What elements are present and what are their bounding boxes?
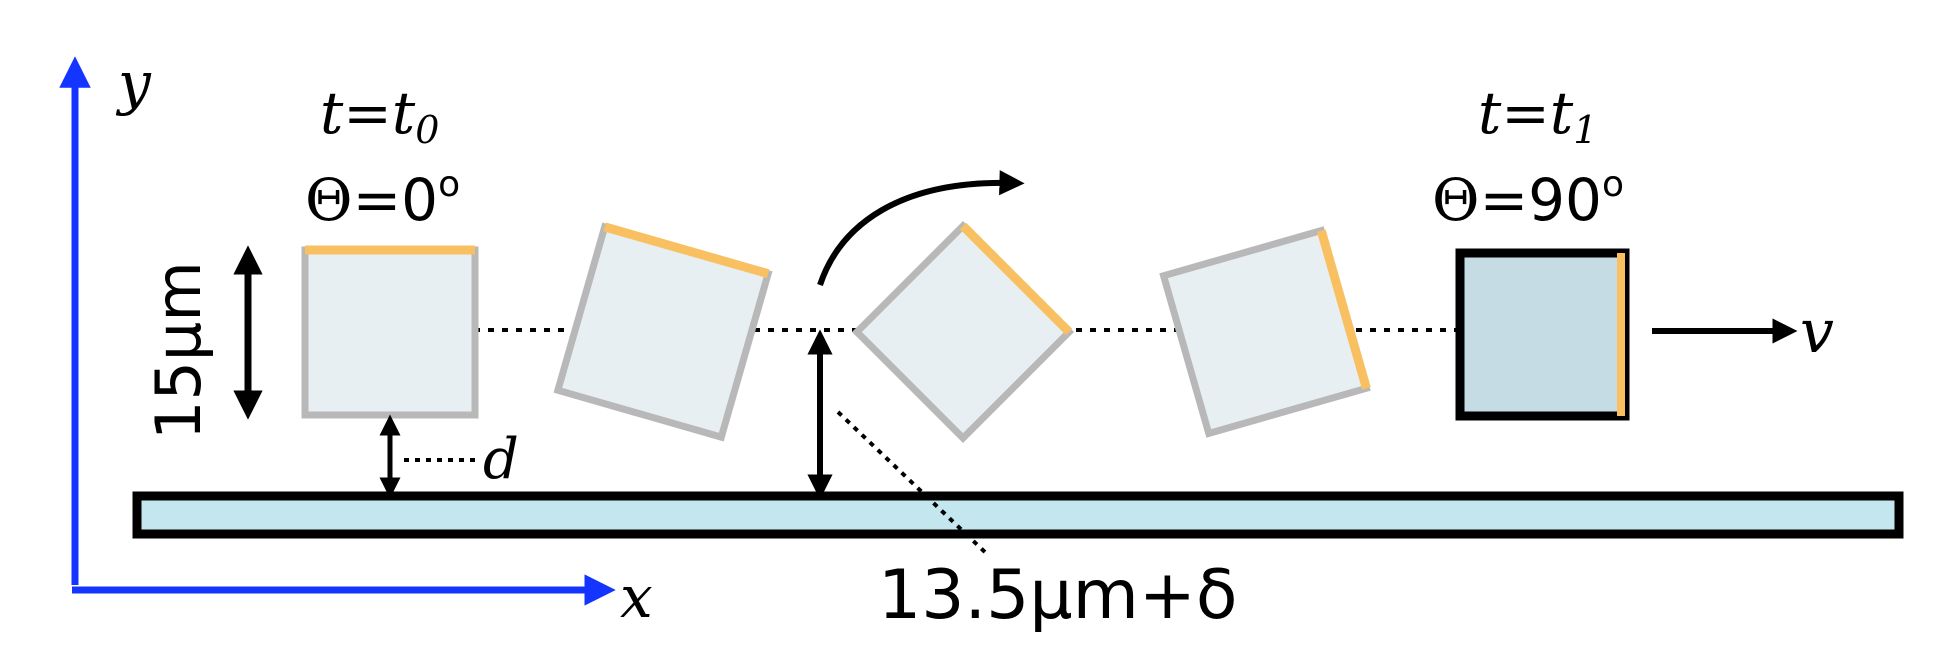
wall <box>132 491 1904 539</box>
square-rotating-1 <box>553 222 773 442</box>
gap-label: d <box>483 427 519 492</box>
start-angle-label: Θ=0o <box>305 164 460 234</box>
velocity-label: v <box>1800 297 1834 367</box>
start-state-labels: t=t0 Θ=0o <box>305 79 460 234</box>
center-height-label: 13.5μm+δ <box>878 556 1238 635</box>
square-t1 <box>1455 248 1630 421</box>
rotation-arrow <box>817 170 1025 286</box>
square-t0 <box>301 245 479 419</box>
marked-edge <box>603 222 770 279</box>
marked-edge <box>1316 229 1371 390</box>
center-height-leader <box>836 410 990 557</box>
end-angle-label: Θ=90o <box>1432 164 1624 234</box>
coordinate-axes: y x <box>59 49 653 631</box>
square-rotating-2 <box>851 220 1075 444</box>
y-axis-label: y <box>115 49 152 117</box>
square-rotating-3 <box>1159 226 1371 438</box>
start-time-label: t=t0 <box>320 79 439 152</box>
end-state-labels: t=t1 Θ=90o <box>1432 79 1624 234</box>
marked-edge <box>959 222 1073 336</box>
size-label: 15μm <box>142 261 215 440</box>
x-axis-label: x <box>620 563 653 631</box>
end-time-label: t=t1 <box>1478 79 1597 152</box>
